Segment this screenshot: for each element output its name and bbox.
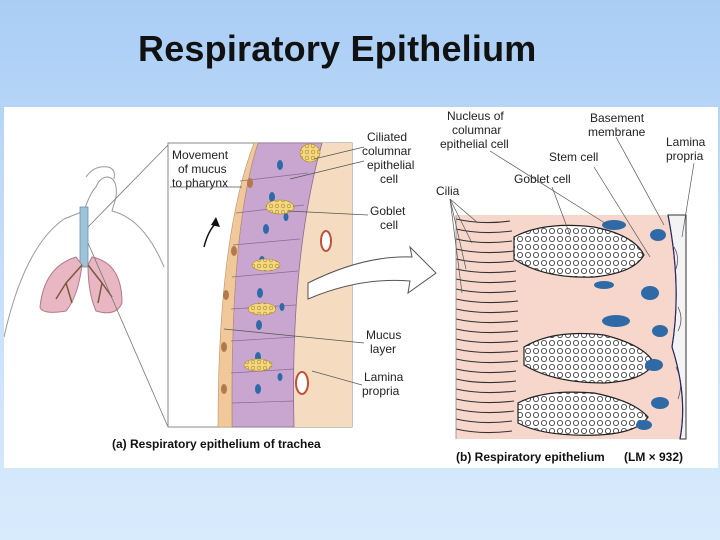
label-nucleus-columnar: Nucleus of columnar epithelial cell: [440, 109, 509, 151]
mucus-layer: [217, 142, 259, 428]
panel-b-micrograph: [455, 214, 687, 440]
arrow-to-micrograph: [307, 245, 437, 300]
figure-panel: Movement of mucus to pharynx Ciliated co…: [4, 107, 718, 468]
slide-title: Respiratory Epithelium: [138, 28, 537, 69]
panel-a-diagram: [167, 142, 353, 428]
caption-b: (b) Respiratory epithelium (LM × 932): [456, 450, 683, 464]
label-basement-membrane: Basement membrane: [588, 111, 647, 139]
lungs-illustration: [39, 206, 123, 314]
panel-b-leader-lines: [449, 136, 695, 294]
caption-a: (a) Respiratory epithelium of trachea: [112, 437, 321, 451]
body-outline-sketch: [4, 166, 165, 338]
label-movement: Movement of mucus to pharynx: [172, 148, 231, 190]
label-ciliated-cell: Ciliated columnar epithelial cell: [362, 130, 418, 186]
label-cilia: Cilia: [436, 184, 460, 198]
zoom-line-top: [87, 144, 169, 228]
zoom-line-bottom: [87, 242, 169, 428]
label-mucus-layer: Mucus layer: [366, 328, 405, 356]
label-goblet-cell-a: Goblet cell: [370, 204, 409, 232]
respiratory-epithelium-figure: Movement of mucus to pharynx Ciliated co…: [4, 109, 709, 464]
label-lamina-propria-a: Lamina propria: [362, 370, 407, 398]
panel-a-leader-lines: [170, 146, 369, 386]
label-stem-cell: Stem cell: [549, 150, 598, 164]
label-goblet-cell-b: Goblet cell: [514, 172, 571, 186]
label-lamina-propria-b: Lamina propria: [666, 135, 709, 163]
